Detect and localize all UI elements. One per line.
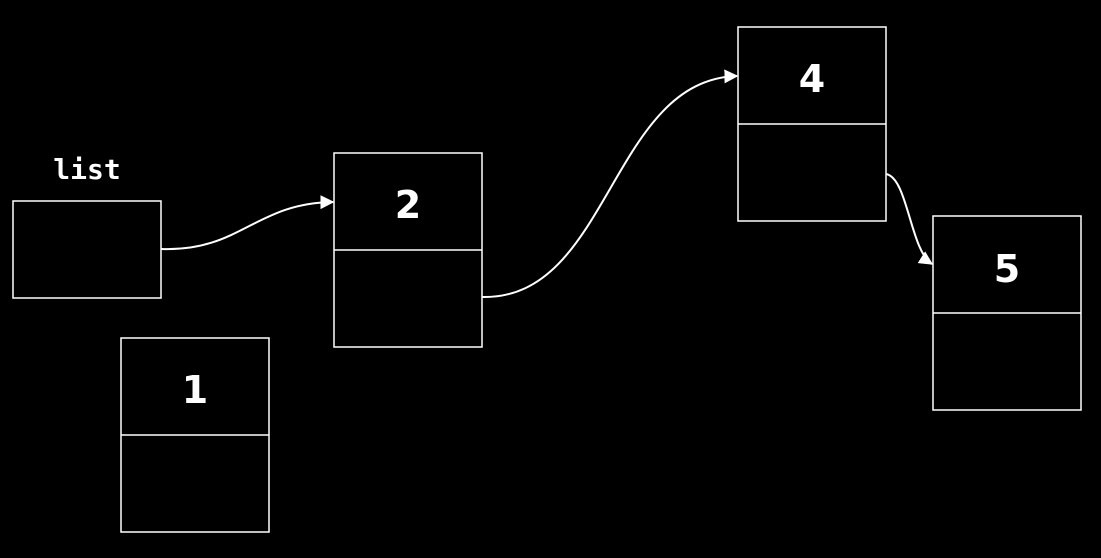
node-2-value: 2 [395, 183, 421, 227]
node-5: 5 [932, 215, 1082, 411]
node-5-value: 5 [994, 247, 1020, 291]
node-4-next-field [738, 124, 886, 221]
node-1-next-field [121, 435, 269, 532]
node-2: 2 [333, 152, 483, 348]
node-1-value: 1 [182, 368, 208, 412]
arrow-list-to-node-2 [160, 195, 335, 251]
arrow-node-4-to-node-5 [885, 173, 934, 265]
node-5-next-field [933, 313, 1081, 410]
list-variable-label: list [53, 153, 120, 186]
list-pointer-box [12, 200, 162, 299]
node-4-value: 4 [799, 57, 825, 101]
node-4: 4 [737, 26, 887, 222]
node-2-next-field [334, 250, 482, 347]
node-1: 1 [120, 337, 270, 533]
list-variable: list [12, 153, 162, 299]
arrow-node-2-to-node-4 [481, 69, 739, 299]
